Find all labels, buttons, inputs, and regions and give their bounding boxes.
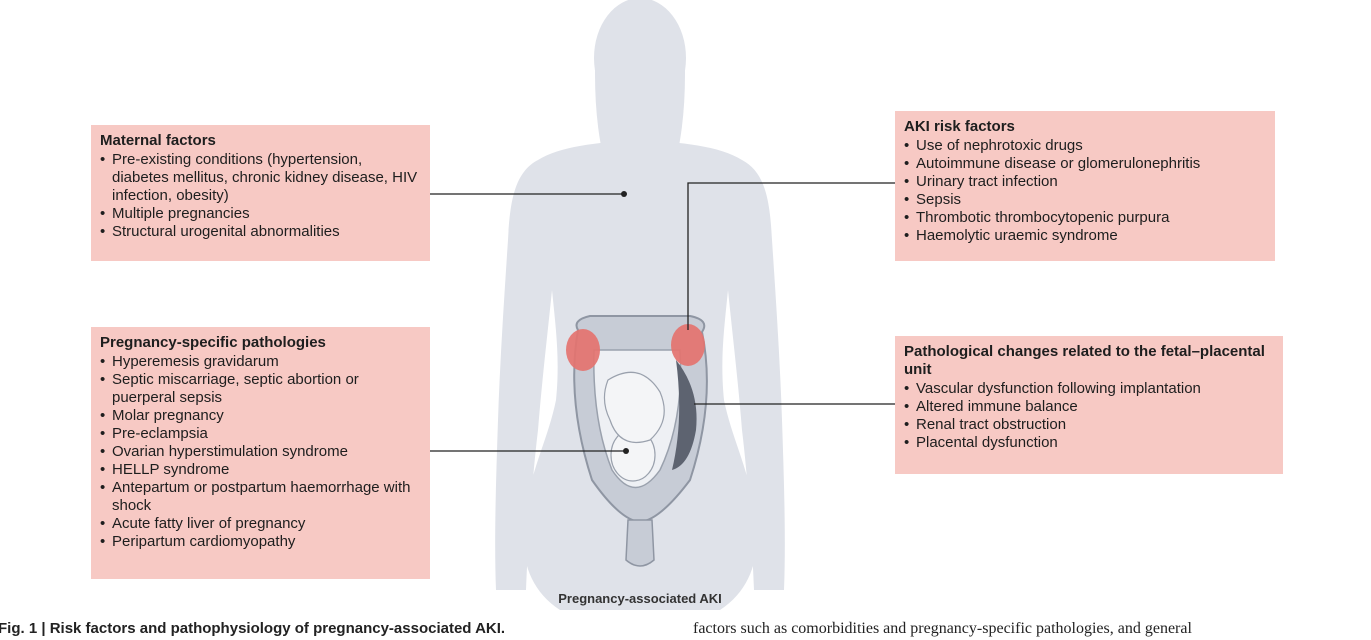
list-item: Multiple pregnancies [100, 205, 421, 223]
aki-risk-factors-box: AKI risk factors Use of nephrotoxic drug… [895, 111, 1275, 261]
list-item: Placental dysfunction [904, 434, 1274, 452]
fetus-body [603, 371, 665, 444]
list-item: HELLP syndrome [100, 461, 421, 479]
list-item: Peripartum cardiomyopathy [100, 533, 421, 551]
pregnancy-specific-pathologies-title: Pregnancy-specific pathologies [100, 334, 326, 351]
kidney-left [566, 329, 600, 371]
list-item: Thrombotic thrombocytopenic purpura [904, 209, 1266, 227]
list-item: Urinary tract infection [904, 173, 1266, 191]
list-item: Use of nephrotoxic drugs [904, 137, 1266, 155]
uterus-illustration [573, 315, 708, 567]
list-item: Haemolytic uraemic syndrome [904, 227, 1266, 245]
caption-body: factors such as comorbidities and pregna… [693, 620, 1192, 637]
maternal-factors-list: Pre-existing conditions (hypertension, d… [100, 151, 421, 241]
list-item: Pre-eclampsia [100, 425, 421, 443]
list-item: Sepsis [904, 191, 1266, 209]
connector-dot-maternal [621, 191, 627, 197]
center-label: Pregnancy-associated AKI [558, 591, 722, 606]
list-item: Acute fatty liver of pregnancy [100, 515, 421, 533]
maternal-factors-box: Maternal factors Pre-existing conditions… [91, 125, 430, 261]
pregnancy-specific-pathologies-box: Pregnancy-specific pathologies Hyperemes… [91, 327, 430, 579]
kidney-right [671, 324, 705, 366]
caption-title: Fig. 1 | Risk factors and pathophysiolog… [0, 620, 506, 637]
connector-lines [430, 182, 895, 452]
connector-aki-risk [687, 182, 895, 330]
list-item: Antepartum or postpartum haemorrhage wit… [100, 479, 421, 515]
list-item: Renal tract obstruction [904, 416, 1274, 434]
pregnancy-specific-pathologies-list: Hyperemesis gravidarum Septic miscarriag… [100, 353, 421, 551]
list-item: Septic miscarriage, septic abortion or p… [100, 371, 421, 407]
list-item: Structural urogenital abnormalities [100, 223, 421, 241]
list-item: Autoimmune disease or glomerulonephritis [904, 155, 1266, 173]
pathological-changes-box: Pathological changes related to the feta… [895, 336, 1283, 474]
pathological-changes-list: Vascular dysfunction following implantat… [904, 380, 1274, 452]
list-item: Vascular dysfunction following implantat… [904, 380, 1274, 398]
figure-caption: Fig. 1 | Risk factors and pathophysiolog… [0, 620, 1371, 640]
list-item: Altered immune balance [904, 398, 1274, 416]
list-item: Ovarian hyperstimulation syndrome [100, 443, 421, 461]
aki-risk-factors-title: AKI risk factors [904, 118, 1015, 135]
connector-dot-pregnancy [623, 448, 629, 454]
list-item: Pre-existing conditions (hypertension, d… [100, 151, 421, 205]
list-item: Hyperemesis gravidarum [100, 353, 421, 371]
pathological-changes-title: Pathological changes related to the feta… [904, 343, 1265, 378]
aki-risk-factors-list: Use of nephrotoxic drugs Autoimmune dise… [904, 137, 1266, 245]
list-item: Molar pregnancy [100, 407, 421, 425]
maternal-factors-title: Maternal factors [100, 132, 216, 149]
placenta [672, 360, 697, 470]
